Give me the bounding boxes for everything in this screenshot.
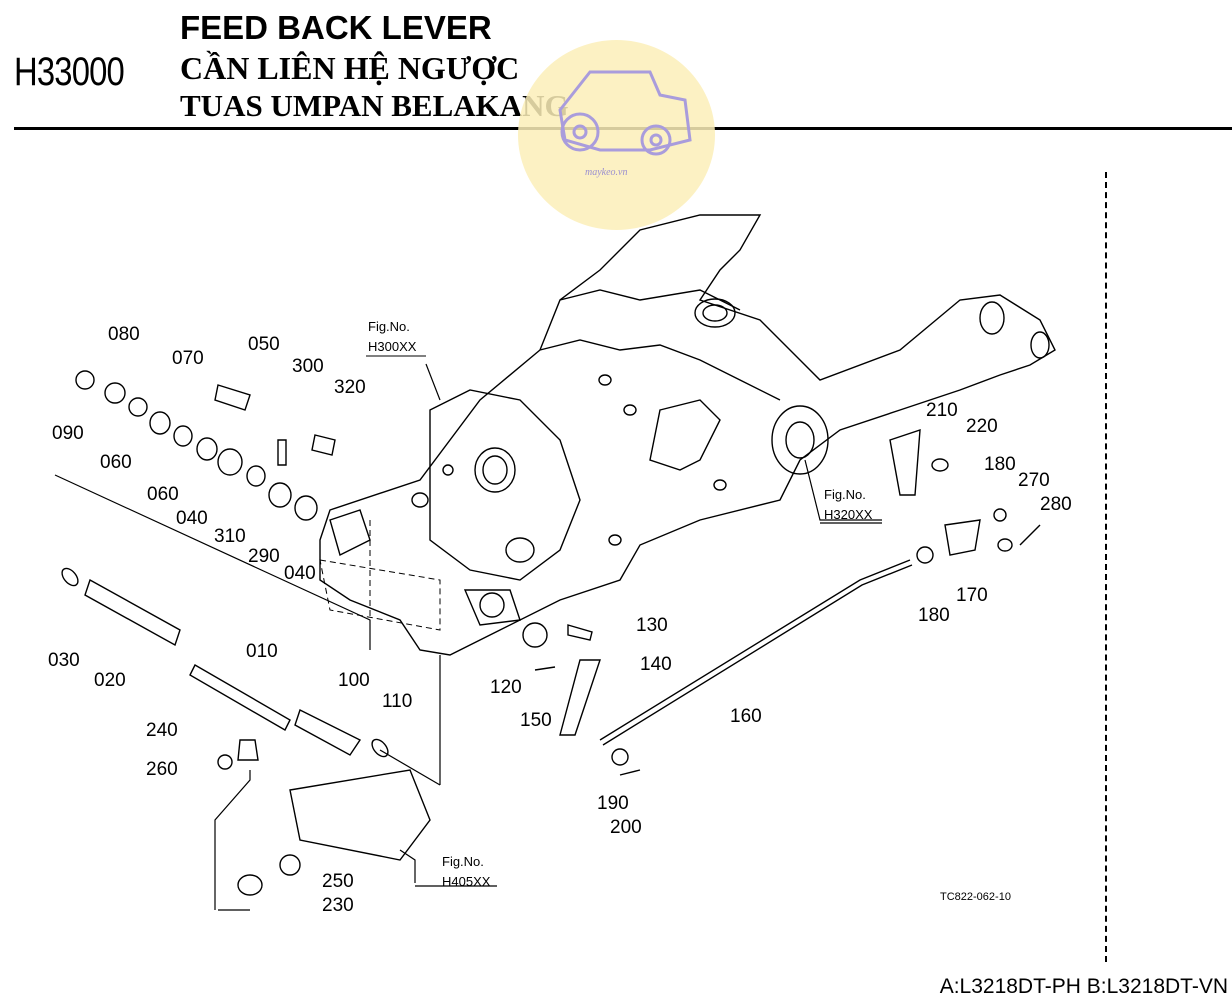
figure-ref-line2: H320XX: [824, 507, 873, 522]
figure-ref-h300: Fig.No. H300XX: [366, 319, 426, 357]
part-label: 270: [1018, 470, 1050, 491]
part-label: 040: [176, 508, 208, 529]
drawing-code: TC822-062-10: [940, 891, 1011, 903]
part-label: 200: [610, 817, 642, 838]
figure-ref-line2: H300XX: [368, 339, 417, 354]
figure-ref-h405: Fig.No. H405XX: [442, 854, 491, 889]
title-indonesian: TUAS UMPAN BELAKANG: [180, 88, 569, 123]
part-label: 070: [172, 348, 204, 369]
figure-ref-line2: H405XX: [442, 874, 491, 889]
leader-lines: [54, 363, 882, 911]
housing-hidden-lines: [319, 520, 441, 650]
part-label: 150: [520, 710, 552, 731]
part-label: 280: [1040, 494, 1072, 515]
part-label: 250: [322, 871, 354, 892]
part-label: 170: [956, 585, 988, 606]
part-label: 110: [382, 691, 412, 712]
part-label: 130: [636, 615, 668, 636]
part-label: 190: [597, 793, 629, 814]
title-vietnamese: CẦN LIÊN HỆ NGƯỢC: [180, 50, 520, 86]
part-label: 210: [926, 400, 958, 421]
part-label: 310: [214, 526, 246, 547]
part-label: 090: [52, 423, 84, 444]
figure-ref-h320: Fig.No. H320XX: [824, 487, 873, 522]
part-label: 020: [94, 670, 126, 691]
part-label: 240: [146, 720, 178, 741]
part-label: 290: [248, 546, 280, 567]
part-label: 060: [100, 452, 132, 473]
figure-ref-line1: Fig.No.: [368, 319, 410, 334]
part-label: 220: [966, 416, 998, 437]
part-callouts: 010 020 030 040 040 050 060 060 070 080 …: [48, 324, 1072, 916]
part-label: 100: [338, 670, 370, 691]
housing-drawing: [319, 214, 1056, 656]
part-label: 260: [146, 759, 178, 780]
part-label: 030: [48, 650, 80, 671]
figure-ref-line1: Fig.No.: [824, 487, 866, 502]
section-code: H33000: [14, 50, 125, 94]
part-label: 230: [322, 895, 354, 916]
page-divider: [1105, 172, 1107, 962]
title-english: FEED BACK LEVER: [180, 9, 492, 46]
watermark-text: maykeo.vn: [585, 167, 628, 178]
part-label: 120: [490, 677, 522, 698]
part-label: 320: [334, 377, 366, 398]
part-label: 160: [730, 706, 762, 727]
part-label: 080: [108, 324, 140, 345]
part-label: 300: [292, 356, 324, 377]
parts-art: [61, 370, 1041, 896]
part-label: 050: [248, 334, 280, 355]
model-footer: A:L3218DT-PH B:L3218DT-VN: [939, 975, 1228, 998]
part-label: 180: [918, 605, 950, 626]
part-label: 180: [984, 454, 1016, 475]
part-label: 140: [640, 654, 672, 675]
part-label: 010: [246, 641, 278, 662]
part-label: 040: [284, 563, 316, 584]
figure-ref-line1: Fig.No.: [442, 854, 484, 869]
part-label: 060: [147, 484, 179, 505]
